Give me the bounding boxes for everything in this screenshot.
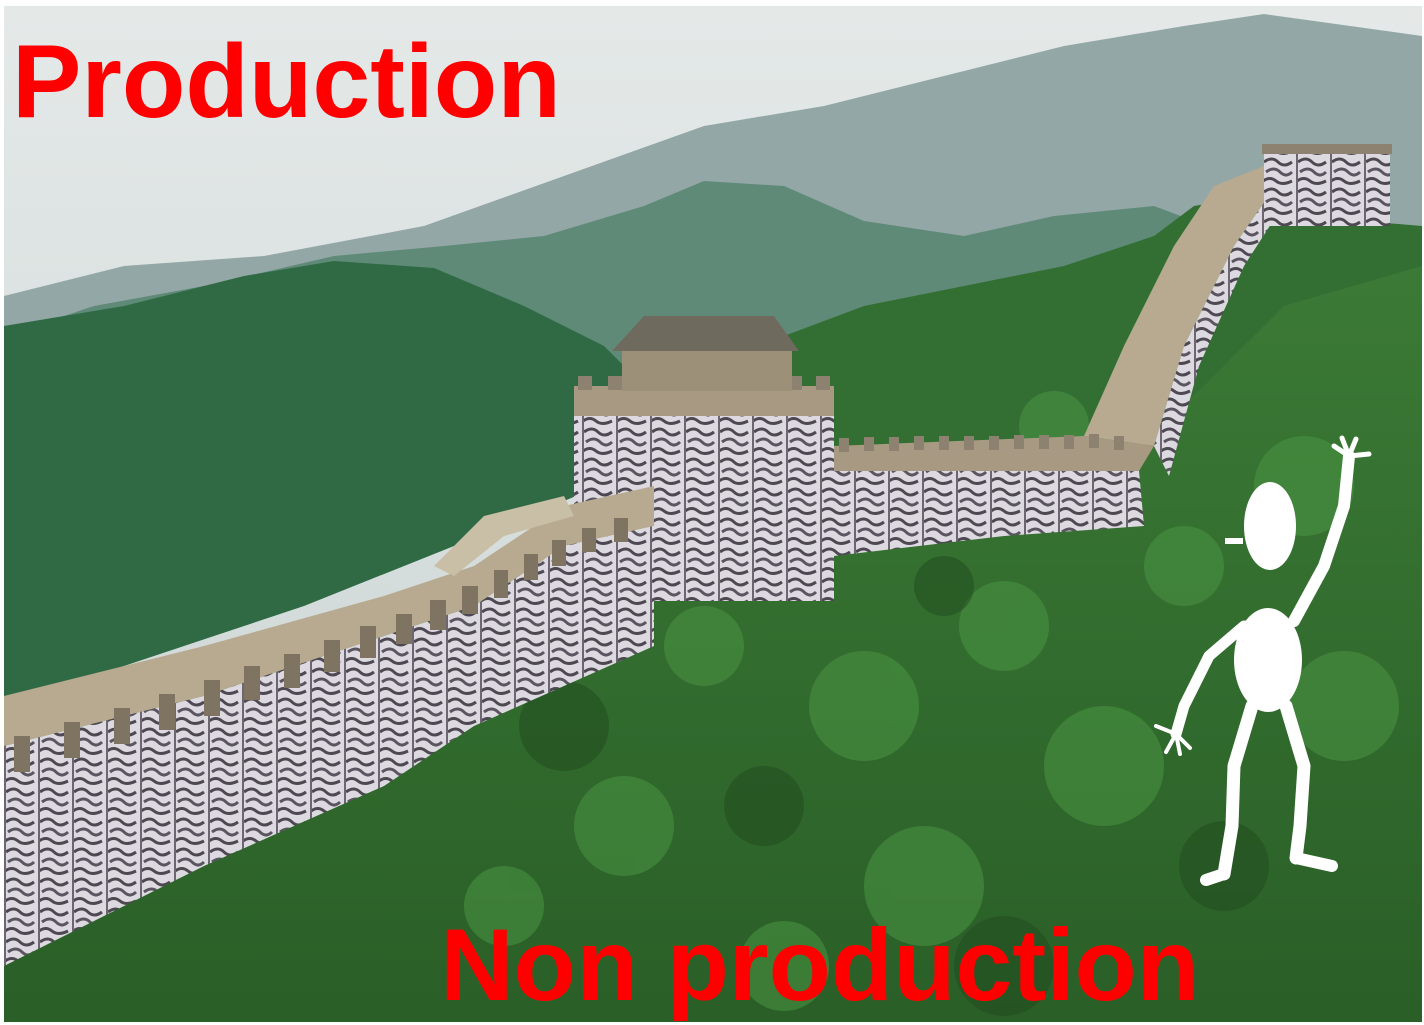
wall-curve-back	[434, 496, 574, 576]
tower-pavilion-wall	[622, 346, 792, 391]
wall-middle-face	[834, 471, 1144, 556]
forest-texture	[464, 391, 1399, 1011]
wall-far-walkway	[1084, 166, 1279, 446]
wall-middle-crenels	[839, 434, 1124, 452]
tower-pavilion-roof	[612, 316, 799, 351]
wall-front-crenels	[14, 518, 628, 772]
non-production-label: Non production	[440, 908, 1200, 1022]
far-watchtower-top	[1262, 144, 1392, 154]
far-watchtower	[1264, 146, 1390, 226]
green-ridge-left	[4, 261, 644, 706]
waving-stick-figure-icon	[1154, 435, 1372, 886]
wall-front-walkway	[4, 486, 654, 746]
wall-front-face	[4, 526, 654, 966]
wall-far-face	[1154, 181, 1289, 476]
production-label: Production	[12, 24, 561, 140]
great-wall-photo	[4, 6, 1422, 1022]
